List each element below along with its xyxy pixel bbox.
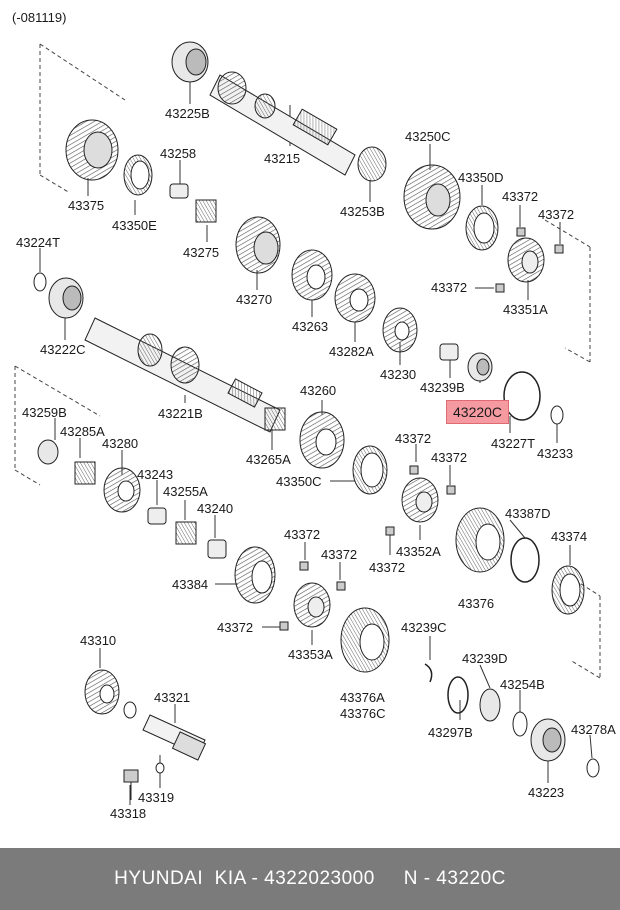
part-label[interactable]: 43230	[380, 367, 417, 382]
part-label[interactable]: 43376A	[340, 690, 385, 705]
exploded-parts-diagram	[14, 41, 601, 805]
part-label[interactable]: 43215	[264, 151, 301, 166]
part-label[interactable]: 43376	[458, 596, 495, 611]
part-label[interactable]: 43260	[300, 383, 337, 398]
part-label[interactable]: 43233	[537, 446, 574, 461]
part-label[interactable]: 43372	[431, 280, 468, 295]
part-label[interactable]: 43254B	[500, 677, 545, 692]
part-label[interactable]: 43240	[197, 501, 234, 516]
part-label[interactable]: 43350C	[276, 474, 322, 489]
footer-bar: HYUNDAI KIA - 4322023000 N - 43220C	[0, 848, 620, 910]
part-label[interactable]: 43259B	[22, 405, 67, 420]
part-label[interactable]: 43222C	[40, 342, 86, 357]
part-label[interactable]: 43285A	[60, 424, 105, 439]
part-label[interactable]: 43310	[80, 633, 117, 648]
part-label[interactable]: 43372	[321, 547, 358, 562]
part-label[interactable]: 43372	[538, 207, 575, 222]
revision-note: (-081119)	[12, 10, 67, 25]
part-label[interactable]: 43387D	[505, 506, 551, 521]
part-label[interactable]: 43275	[183, 245, 220, 260]
part-label[interactable]: 43258	[160, 146, 197, 161]
part-label[interactable]: 43253B	[340, 204, 385, 219]
part-label[interactable]: 43239B	[420, 380, 465, 395]
part-label[interactable]: 43221B	[158, 406, 203, 421]
part-label[interactable]: 43265A	[246, 452, 291, 467]
footer-part-number: HYUNDAI KIA - 4322023000 N - 43220C	[114, 868, 506, 889]
part-label[interactable]: 43376C	[340, 706, 386, 721]
part-label[interactable]: 43224T	[16, 235, 61, 250]
part-label[interactable]: 43270	[236, 292, 273, 307]
part-label[interactable]: 43239C	[401, 620, 447, 635]
part-label[interactable]: 43374	[551, 529, 588, 544]
part-label[interactable]: 43297B	[428, 725, 473, 740]
part-label[interactable]: 43278A	[571, 722, 616, 737]
part-label[interactable]: 43255A	[163, 484, 208, 499]
part-label[interactable]: 43282A	[329, 344, 374, 359]
part-label[interactable]: 43372	[369, 560, 406, 575]
part-label[interactable]: 43225B	[165, 106, 210, 121]
part-label[interactable]: 43239D	[462, 651, 508, 666]
part-label[interactable]: 43319	[138, 790, 175, 805]
part-label-highlighted[interactable]: 43220C	[446, 400, 510, 424]
part-label[interactable]: 43243	[137, 467, 174, 482]
part-label[interactable]: 43352A	[396, 544, 441, 559]
part-label[interactable]: 43372	[284, 527, 321, 542]
part-label[interactable]: 43227T	[491, 436, 536, 451]
part-label[interactable]: 43384	[172, 577, 209, 592]
part-label[interactable]: 43223	[528, 785, 565, 800]
part-label[interactable]: 43350D	[458, 170, 504, 185]
part-label[interactable]: 43280	[102, 436, 139, 451]
part-label[interactable]: 43372	[217, 620, 254, 635]
part-label[interactable]: 43250C	[405, 129, 451, 144]
part-label[interactable]: 43375	[68, 198, 105, 213]
part-label[interactable]: 43372	[395, 431, 432, 446]
part-label[interactable]: 43263	[292, 319, 329, 334]
part-label[interactable]: 43372	[502, 189, 539, 204]
part-label[interactable]: 43350E	[112, 218, 157, 233]
part-label[interactable]: 43321	[154, 690, 191, 705]
part-label[interactable]: 43318	[110, 806, 147, 821]
part-label[interactable]: 43372	[431, 450, 468, 465]
part-label[interactable]: 43353A	[288, 647, 333, 662]
part-label[interactable]: 43351A	[503, 302, 548, 317]
